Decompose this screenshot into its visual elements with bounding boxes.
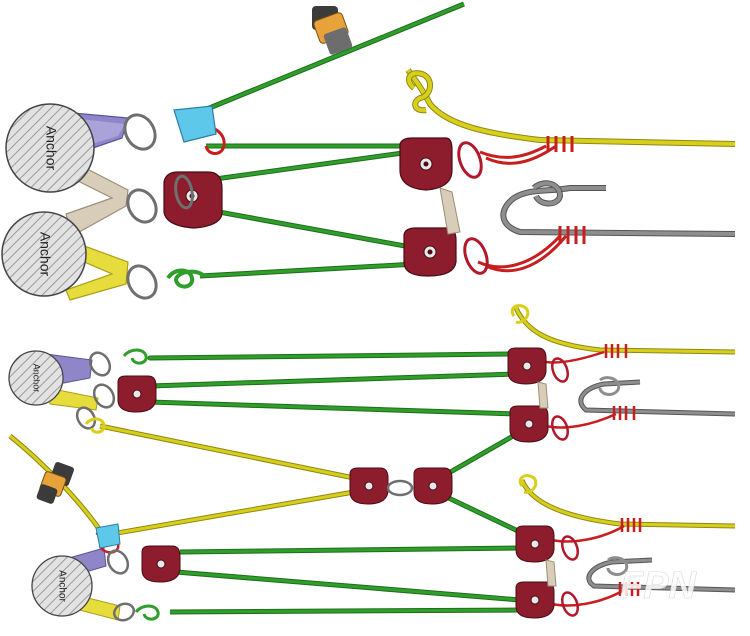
sling-connector (439, 187, 461, 235)
pulley-bottom-left-1 (117, 375, 157, 413)
anchor-label: Anchor (43, 126, 59, 171)
knot-green-top (166, 268, 206, 289)
anchor-label: Anchor (56, 570, 67, 602)
anchor-bottom-upper: Anchor (8, 350, 64, 406)
top-system: Anchor Anchor (1, 1, 736, 301)
carabiners-top-red (457, 141, 489, 275)
anchor-label: Anchor (37, 232, 53, 277)
rope-yellow-bottom-mid (8, 423, 355, 539)
carabiners-bottom-red (550, 357, 580, 617)
rope-green-tail (179, 1, 465, 123)
knot-yellow-bottom (84, 417, 106, 434)
pulley-top-right-upper (399, 137, 453, 191)
pulleys-bottom (117, 347, 555, 619)
pulley-top-right-lower (403, 227, 457, 277)
pulley-middle-right (413, 467, 453, 505)
rope-gray-tail (500, 180, 736, 237)
pulley-bottom-right-3 (515, 525, 555, 563)
anchor-top-upper: Anchor (5, 103, 95, 193)
rope-gray-tail-bottom-1 (578, 376, 736, 417)
anchor-top-lower: Anchor (1, 211, 87, 297)
rope-yellow-tail-bottom-2 (518, 474, 736, 529)
pulley-bottom-left-2 (141, 545, 181, 583)
pulley-bottom-right-4 (515, 581, 555, 619)
ropes-green-bottom-lower (169, 489, 522, 615)
carabiners-bottom (75, 351, 414, 622)
rope-green-lower-a (207, 207, 417, 251)
knots-green-bottom (122, 348, 160, 621)
rope-green-lower-b (199, 261, 417, 279)
watermark: FPN (620, 565, 698, 607)
pulley-bottom-right-2 (509, 405, 549, 443)
anchor-bottom-lower: Anchor (31, 555, 93, 617)
pulley-bottom-right-1 (507, 347, 547, 385)
anchor-label: Anchor (32, 364, 42, 393)
orange-device-bottom (36, 462, 74, 504)
prusik-cords-top (195, 124, 586, 273)
rope-green-mid (207, 149, 411, 183)
pulley-middle-left (349, 467, 389, 505)
prusik-cords-bottom (95, 344, 642, 607)
sling-connectors-bottom (537, 381, 557, 587)
rope-yellow-tail-bottom-1 (510, 304, 736, 355)
rope-grab-device-bottom (95, 523, 121, 549)
ropes-green-bottom-upper (147, 351, 523, 481)
bottom-system: Anchor Anchor (8, 304, 736, 622)
orange-device-top (312, 6, 353, 55)
rope-yellow-tail (405, 68, 736, 147)
rope-grab-device (173, 105, 217, 143)
rope-gray-tail-bottom-2 (586, 556, 736, 593)
carabiners-top (123, 113, 194, 300)
